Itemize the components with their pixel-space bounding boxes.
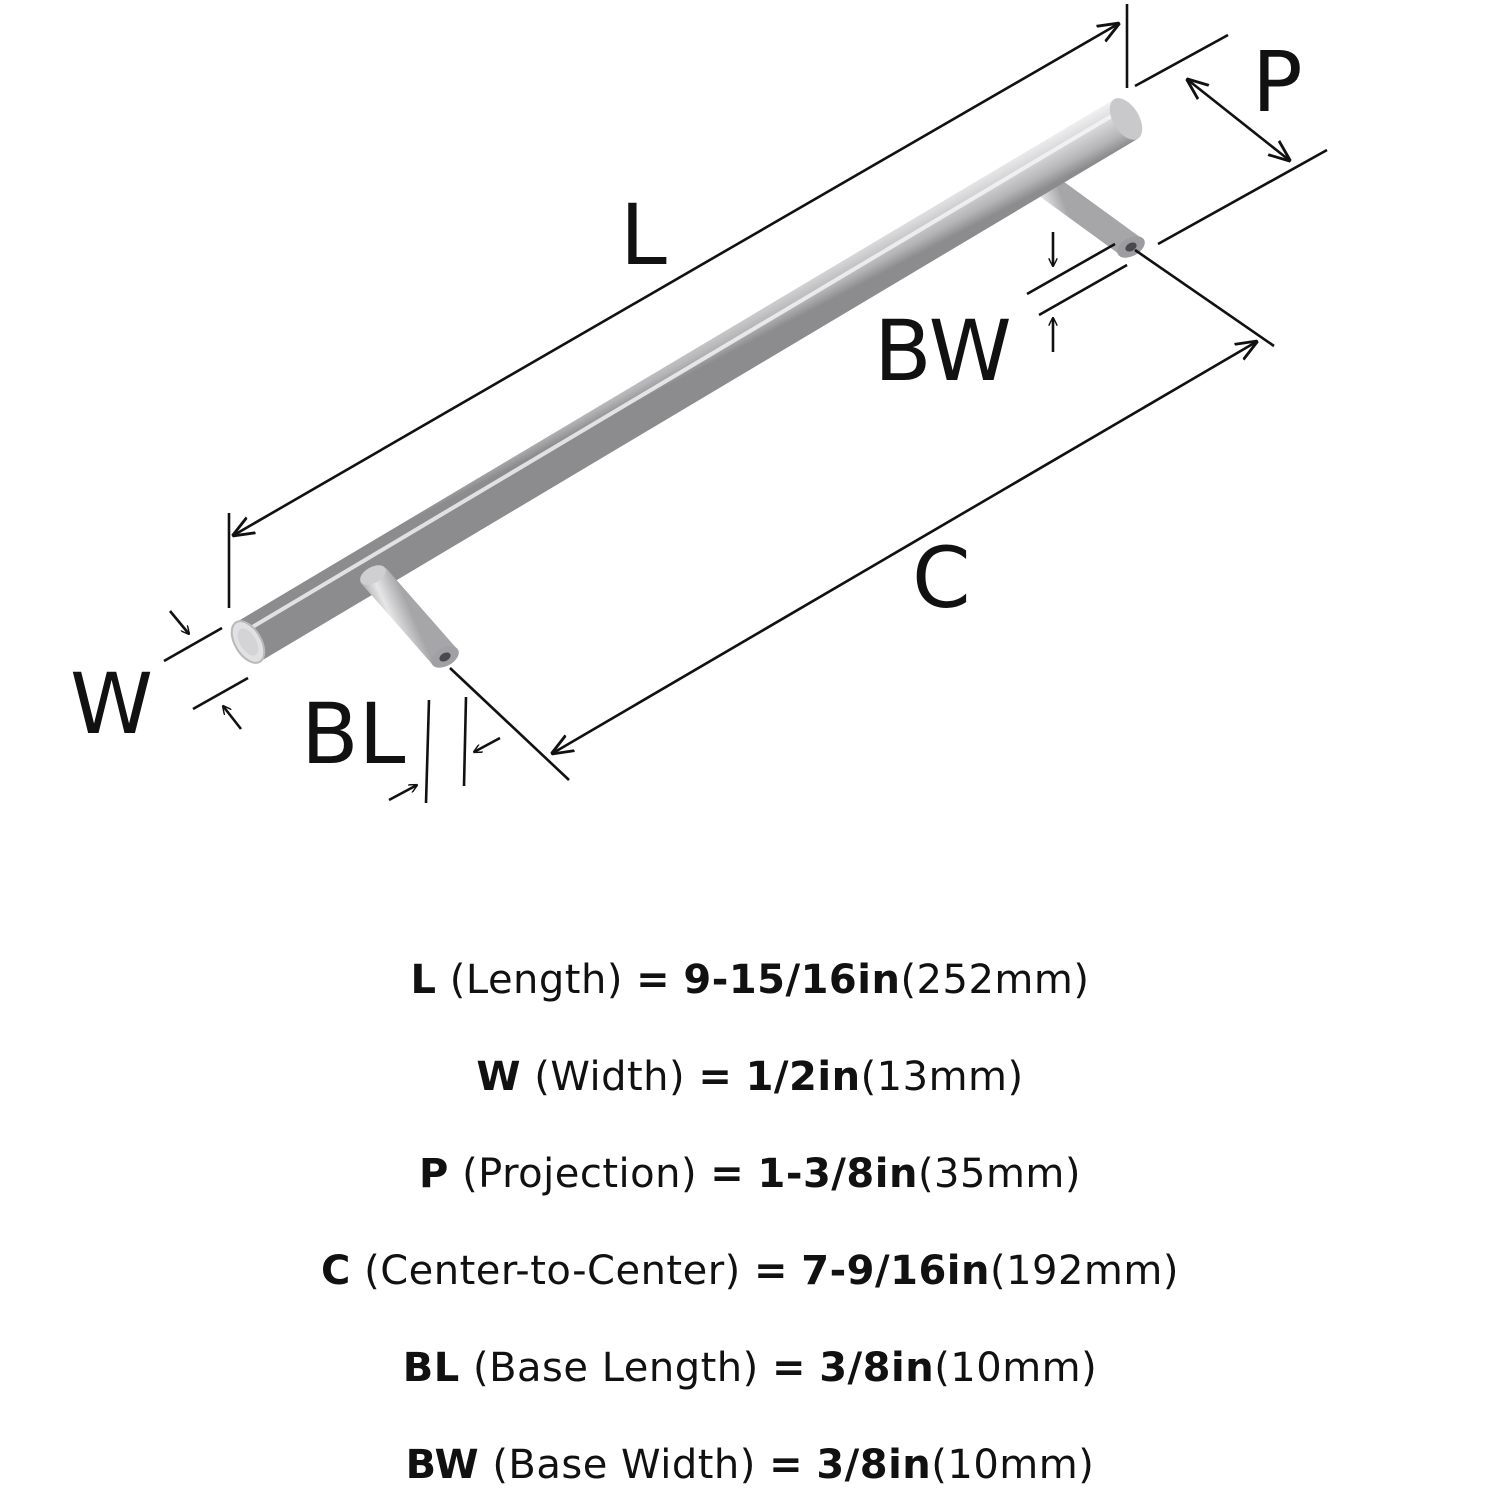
- handle-dimension-diagram: L P BW C W BL: [70, 4, 1328, 804]
- base-width-label: BW: [874, 302, 1012, 400]
- spec-code: W: [476, 1054, 521, 1100]
- spec-length: L (Length) = 9-15/16in(252mm): [0, 932, 1500, 1029]
- spec-imperial-value: 7-9/16in: [801, 1248, 990, 1294]
- spec-metric-value: (252mm): [900, 957, 1090, 1003]
- base-length-extension-right: [462, 696, 468, 787]
- spec-metric-value: (35mm): [917, 1151, 1081, 1197]
- width-extension-bottom: [192, 676, 249, 711]
- width-label: W: [70, 655, 153, 753]
- base-length-label: BL: [301, 685, 406, 783]
- spec-name: (Center-to-Center): [364, 1248, 741, 1294]
- spec-imperial-value: 3/8in: [819, 1345, 935, 1391]
- projection-dimension-line: [1188, 80, 1289, 160]
- length-dimension-line: [234, 24, 1118, 535]
- spec-metric-value: (192mm): [989, 1248, 1179, 1294]
- spec-imperial-value: 1/2in: [745, 1054, 861, 1100]
- spec-name: (Base Length): [472, 1345, 759, 1391]
- base-width-extension-top: [1026, 242, 1116, 296]
- spec-name: (Length): [449, 957, 623, 1003]
- center-extension-right: [1134, 248, 1275, 348]
- spec-imperial-value: 3/8in: [816, 1442, 932, 1488]
- spec-width: W (Width) = 1/2in(13mm): [0, 1029, 1500, 1126]
- spec-equals: =: [754, 1248, 789, 1294]
- base-length-extension-left: [424, 699, 431, 804]
- base-length-arrow-right: [474, 736, 501, 752]
- spec-equals: =: [698, 1054, 733, 1100]
- spec-equals: =: [769, 1442, 804, 1488]
- spec-code: C: [321, 1248, 351, 1294]
- spec-equals: =: [636, 957, 671, 1003]
- spec-list: L (Length) = 9-15/16in(252mm) W (Width) …: [0, 932, 1500, 1498]
- spec-projection: P (Projection) = 1-3/8in(35mm): [0, 1126, 1500, 1223]
- spec-base-width: BW (Base Width) = 3/8in(10mm): [0, 1417, 1500, 1498]
- spec-base-length: BL (Base Length) = 3/8in(10mm): [0, 1320, 1500, 1417]
- base-length-arrow-left: [388, 785, 417, 802]
- spec-name: (Projection): [462, 1151, 698, 1197]
- width-arrow-bottom: [223, 706, 243, 730]
- spec-metric-value: (10mm): [934, 1345, 1098, 1391]
- center-label: C: [912, 529, 971, 627]
- spec-imperial-value: 9-15/16in: [683, 957, 901, 1003]
- spec-code: BL: [402, 1345, 460, 1391]
- length-label: L: [620, 186, 667, 284]
- projection-extension-bottom: [1157, 148, 1328, 246]
- spec-metric-value: (13mm): [860, 1054, 1024, 1100]
- spec-equals: =: [771, 1345, 806, 1391]
- width-arrow-top: [168, 610, 189, 634]
- spec-center-to-center: C (Center-to-Center) = 7-9/16in(192mm): [0, 1223, 1500, 1320]
- spec-code: L: [410, 957, 437, 1003]
- width-extension-top: [163, 626, 223, 663]
- spec-equals: =: [710, 1151, 745, 1197]
- center-dimension-line: [553, 342, 1256, 753]
- center-extension-left: [449, 667, 570, 781]
- spec-code: BW: [405, 1442, 480, 1488]
- spec-imperial-value: 1-3/8in: [757, 1151, 918, 1197]
- base-width-extension-bottom: [1038, 263, 1128, 317]
- spec-name: (Width): [534, 1054, 686, 1100]
- projection-label: P: [1252, 33, 1303, 131]
- spec-name: (Base Width): [492, 1442, 756, 1488]
- near-post: [360, 565, 459, 668]
- projection-extension-top: [1134, 33, 1229, 88]
- spec-code: P: [419, 1151, 449, 1197]
- spec-metric-value: (10mm): [931, 1442, 1095, 1488]
